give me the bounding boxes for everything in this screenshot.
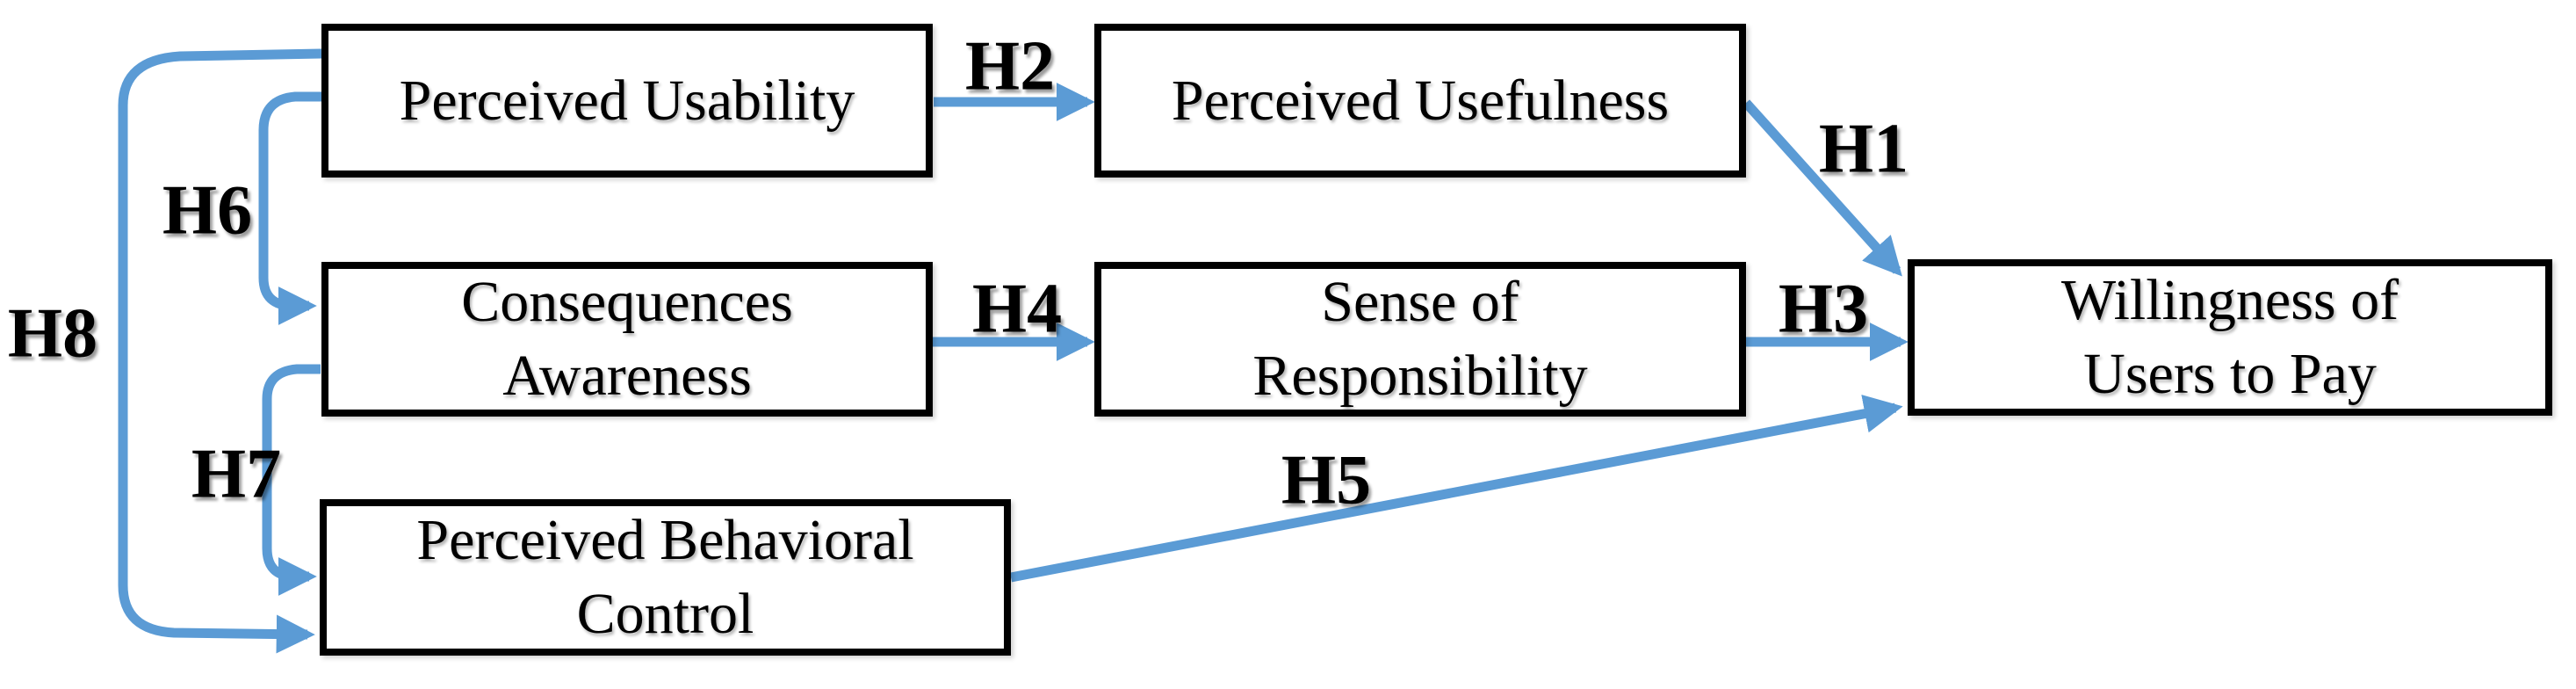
node-perceived-behavioral-control: Perceived Behavioral Control [320,499,1011,656]
node-sense-of-responsibility: Sense of Responsibility [1094,262,1746,417]
node-perceived-usefulness: Perceived Usefulness [1094,24,1746,178]
node-consequences-awareness: Consequences Awareness [321,262,933,417]
hypothesis-label-h4: H4 [971,270,1063,348]
hypothesis-label-h7: H7 [191,435,282,513]
node-label-line: Consequences [461,270,793,334]
node-perceived-usability: Perceived Usability [321,24,933,178]
arrow-h8 [118,48,322,654]
arrow-h6 [258,91,321,325]
hypothesis-label-h6: H6 [162,171,253,250]
node-label-line: Perceived Behavioral [416,508,914,572]
node-label-line: Awareness [502,344,752,408]
node-willingness-to-pay: Willingness of Users to Pay [1908,259,2552,416]
node-label-line: Perceived Usability [399,68,855,133]
hypothesis-label-h2: H2 [964,27,1056,105]
node-label-line: Responsibility [1252,344,1588,408]
arrow-h5 [1009,395,1903,583]
arrow-h1 [1742,99,1902,277]
node-label-line: Perceived Usefulness [1171,68,1670,133]
node-label-line: Control [576,582,754,646]
arrow-h7 [262,364,321,596]
hypothesis-label-h5: H5 [1281,441,1372,519]
node-label-line: Users to Pay [2083,342,2377,406]
hypothesis-label-h3: H3 [1778,270,1869,348]
node-label-line: Willingness of [2060,268,2399,332]
hypothesis-label-h8: H8 [7,294,98,373]
hypothesis-label-h1: H1 [1818,110,1909,188]
node-label-line: Sense of [1321,270,1519,334]
